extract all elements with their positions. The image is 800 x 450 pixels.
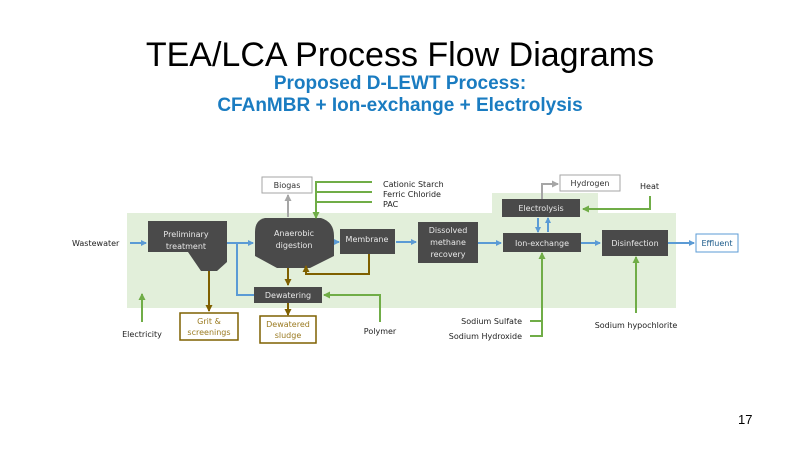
heat-label: Heat (640, 182, 659, 191)
dissolved-methane-label-1: Dissolved (429, 226, 468, 235)
grit-label-1: Grit & (197, 317, 221, 326)
dewatering-label: Dewatering (265, 291, 311, 300)
cationic-starch-label: Cationic Starch (383, 180, 444, 189)
slide-page-number: 17 (738, 412, 753, 427)
grit-screenings-output-box (179, 312, 239, 341)
ferric-chloride-label: Ferric Chloride (383, 190, 441, 199)
sodium-hydroxide-label: Sodium Hydroxide (449, 332, 522, 341)
slide-title: TEA/LCA Process Flow Diagrams (145, 36, 655, 74)
dissolved-methane-label-2: methane (430, 238, 466, 247)
hydrogen-label: Hydrogen (571, 179, 610, 188)
prelim-to-dewatering-line (236, 243, 254, 296)
effluent-label: Effluent (702, 239, 733, 248)
anaerobic-digestion-box (255, 218, 334, 268)
sodium-feed-line (530, 320, 543, 337)
electricity-label: Electricity (122, 330, 162, 339)
effluent-output-box (695, 233, 739, 253)
grit-label-2: screenings (187, 328, 230, 337)
chemicals-feed-line (312, 181, 372, 219)
pac-label: PAC (383, 200, 399, 209)
disinfection-box (602, 230, 668, 256)
dissolved-methane-label-3: recovery (430, 250, 465, 259)
sodium-hypochlorite-label: Sodium hypochlorite (595, 321, 678, 330)
dissolved-methane-recovery-box (418, 222, 478, 263)
biogas-output-box (261, 176, 313, 194)
electrolysis-label: Electrolysis (518, 204, 563, 213)
sludge-label-2: sludge (275, 331, 302, 340)
sludge-label-1: Dewatered (266, 320, 310, 329)
membrane-box (340, 229, 395, 254)
disinfection-label: Disinfection (611, 239, 658, 248)
membrane-label: Membrane (346, 235, 389, 244)
heat-feed-line (582, 196, 651, 213)
ion-exchange-label: Ion-exchange (515, 239, 569, 248)
preliminary-treatment-label-2: treatment (166, 242, 206, 251)
anaerobic-digestion-label-1: Anaerobic (274, 229, 314, 238)
polymer-feed-line (323, 291, 381, 322)
ion-exchange-box (503, 233, 581, 252)
sodium-sulfate-label: Sodium Sulfate (461, 317, 522, 326)
membrane-recycle-line (302, 254, 370, 275)
electrolysis-box (502, 199, 580, 217)
electrolysis-to-hydrogen-arrow (541, 180, 559, 199)
polymer-label: Polymer (364, 327, 397, 336)
preliminary-treatment-label-1: Preliminary (163, 230, 208, 239)
slide-subtitle-line2: CFAnMBR + Ion-exchange + Electrolysis (217, 95, 583, 116)
dewatering-box (254, 287, 322, 303)
preliminary-treatment-box (148, 221, 227, 271)
slide-subtitle-line1: Proposed D-LEWT Process: (273, 73, 527, 94)
hydrogen-output-box (559, 174, 621, 192)
dewatered-sludge-output-box (259, 315, 317, 344)
anaerobic-digestion-label-2: digestion (276, 241, 313, 250)
wastewater-label: Wastewater (72, 239, 120, 248)
biogas-label: Biogas (274, 181, 301, 190)
